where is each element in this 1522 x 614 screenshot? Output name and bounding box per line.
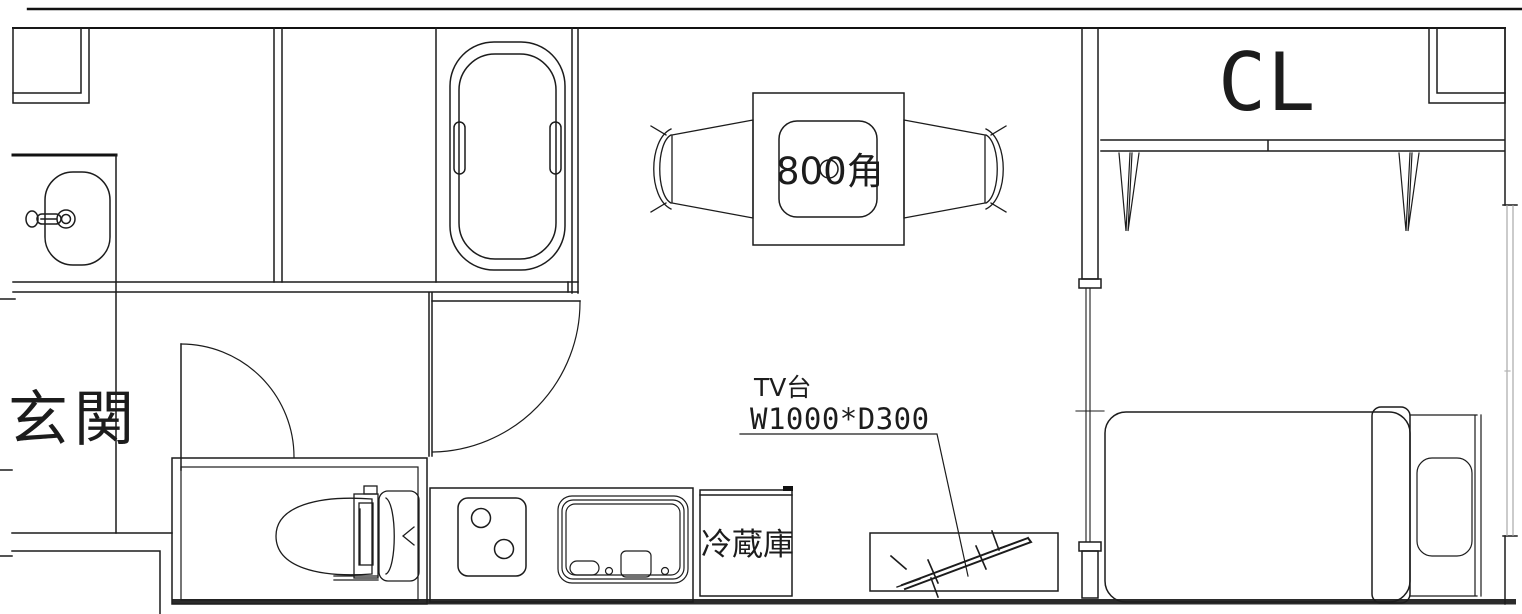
washing-machine-pan-inner bbox=[12, 27, 82, 94]
toilet-tank-notch bbox=[401, 526, 415, 546]
refrigerator-hinge bbox=[783, 486, 793, 491]
bathtub-grip-left bbox=[453, 121, 466, 175]
kitchen-sink-drain-1 bbox=[604, 566, 614, 576]
closet-hanger-right bbox=[1398, 152, 1420, 232]
partition-cap-top bbox=[1078, 278, 1102, 289]
bathtub-grip-right bbox=[549, 121, 562, 175]
tv-foot-left bbox=[889, 554, 908, 571]
bathtub-outer bbox=[449, 41, 566, 271]
stove-top bbox=[457, 497, 527, 577]
toilet-bowl bbox=[275, 497, 373, 576]
toilet-room-inner-wall bbox=[180, 466, 419, 601]
kitchen-sink bbox=[557, 495, 689, 584]
wall-stub-left-2 bbox=[0, 469, 13, 557]
chair-left-back-outer bbox=[653, 128, 672, 210]
bathroom bbox=[435, 27, 579, 294]
tv-stand-label: TV台 bbox=[753, 373, 811, 402]
kitchen-sink-rim-mid bbox=[561, 499, 685, 580]
toilet-hinge-inner bbox=[358, 502, 374, 566]
bed bbox=[1104, 406, 1482, 604]
door-jamb-wall bbox=[428, 292, 433, 457]
chair-right-legs bbox=[990, 125, 1007, 213]
kitchen-sink-drain-2 bbox=[660, 566, 670, 576]
partition-pillar-bottom bbox=[1081, 550, 1099, 599]
refrigerator-body bbox=[699, 489, 793, 597]
chair-left-back-inner bbox=[659, 134, 672, 204]
stove-burner-1 bbox=[470, 507, 492, 529]
closet-corner-unit bbox=[1428, 27, 1506, 104]
right-wall bbox=[1502, 27, 1518, 605]
dining-table-inner bbox=[778, 120, 878, 218]
chair-right-seat bbox=[903, 119, 986, 219]
washing-machine-pan bbox=[12, 27, 90, 104]
refrigerator-label: 冷蔵庫 bbox=[701, 527, 794, 563]
kitchen-counter bbox=[429, 487, 694, 603]
kitchen-sink-rim-outer bbox=[557, 495, 689, 584]
tv-stand bbox=[739, 433, 1059, 599]
window-sills bbox=[1502, 204, 1518, 537]
sliding-door-rail bbox=[1085, 287, 1091, 543]
dining-set bbox=[650, 92, 1007, 246]
kitchen-sink-tray bbox=[569, 560, 600, 576]
bed-duvet bbox=[1104, 411, 1411, 603]
entrance-outer-wall bbox=[11, 550, 161, 614]
tv-feet bbox=[926, 529, 1001, 599]
tv-symbol bbox=[889, 529, 1033, 599]
entrance-door-swing-arc bbox=[180, 343, 295, 458]
chair-right bbox=[903, 119, 1007, 219]
chair-right-back-inner bbox=[985, 134, 998, 204]
tv-screen-detail bbox=[896, 539, 1024, 588]
toilet bbox=[275, 485, 420, 582]
partition-pillar-top bbox=[1081, 27, 1099, 280]
chair-left bbox=[650, 119, 754, 219]
toilet-room-outer-wall bbox=[171, 457, 428, 605]
washbasin-faucet bbox=[25, 209, 76, 229]
closet-shelf bbox=[1100, 139, 1505, 152]
chair-right-back-outer bbox=[985, 128, 1004, 210]
refrigerator bbox=[699, 486, 793, 597]
chair-left-seat bbox=[671, 119, 754, 219]
kitchen-sink-basin bbox=[565, 503, 681, 576]
toilet-flush-button bbox=[363, 485, 378, 495]
washroom-bottom-wall bbox=[12, 281, 579, 293]
stove bbox=[457, 497, 527, 577]
kitchen-sink-faucet-base bbox=[620, 550, 652, 578]
washroom bbox=[0, 27, 579, 534]
entrance bbox=[0, 343, 295, 614]
toilet-tank bbox=[378, 490, 420, 582]
chair-left-legs bbox=[650, 125, 667, 213]
partition-cap-bottom bbox=[1078, 541, 1102, 552]
tv-screen bbox=[900, 536, 1033, 591]
bed-duvet-fold bbox=[1371, 406, 1411, 604]
table-size-label: 800角 bbox=[776, 150, 884, 193]
tv-stand-leader-line bbox=[739, 433, 969, 577]
closet-hanger-left bbox=[1118, 152, 1140, 232]
bed-frame-head bbox=[1409, 414, 1482, 597]
wall-bottom bbox=[172, 599, 1516, 605]
dining-table-center bbox=[819, 159, 839, 179]
toilet-tank-curve bbox=[385, 497, 395, 575]
room-partition bbox=[1075, 27, 1105, 599]
main-room-door bbox=[428, 292, 581, 457]
washroom-bath-partition bbox=[273, 27, 283, 283]
closet-label: CL bbox=[1218, 36, 1316, 129]
toilet-room bbox=[171, 457, 428, 605]
labels: 玄関 CL 800角 TV台 W1000*D300 冷蔵庫 bbox=[8, 36, 1316, 563]
stove-burner-2 bbox=[493, 538, 515, 560]
tv-stand-outline bbox=[869, 532, 1059, 592]
outer-walls bbox=[12, 7, 1522, 605]
bed-pillow bbox=[1416, 457, 1473, 557]
bathtub-inner bbox=[458, 53, 557, 260]
closet-corner-unit-inner bbox=[1436, 27, 1506, 94]
toilet-base bbox=[333, 575, 379, 581]
kitchen bbox=[429, 486, 793, 603]
closet bbox=[1100, 27, 1506, 232]
entrance-label: 玄関 bbox=[8, 385, 140, 455]
bath-right-wall bbox=[567, 27, 579, 294]
door-swing-arc bbox=[432, 300, 581, 453]
tv-stand-dimension-label: W1000*D300 bbox=[750, 402, 930, 436]
